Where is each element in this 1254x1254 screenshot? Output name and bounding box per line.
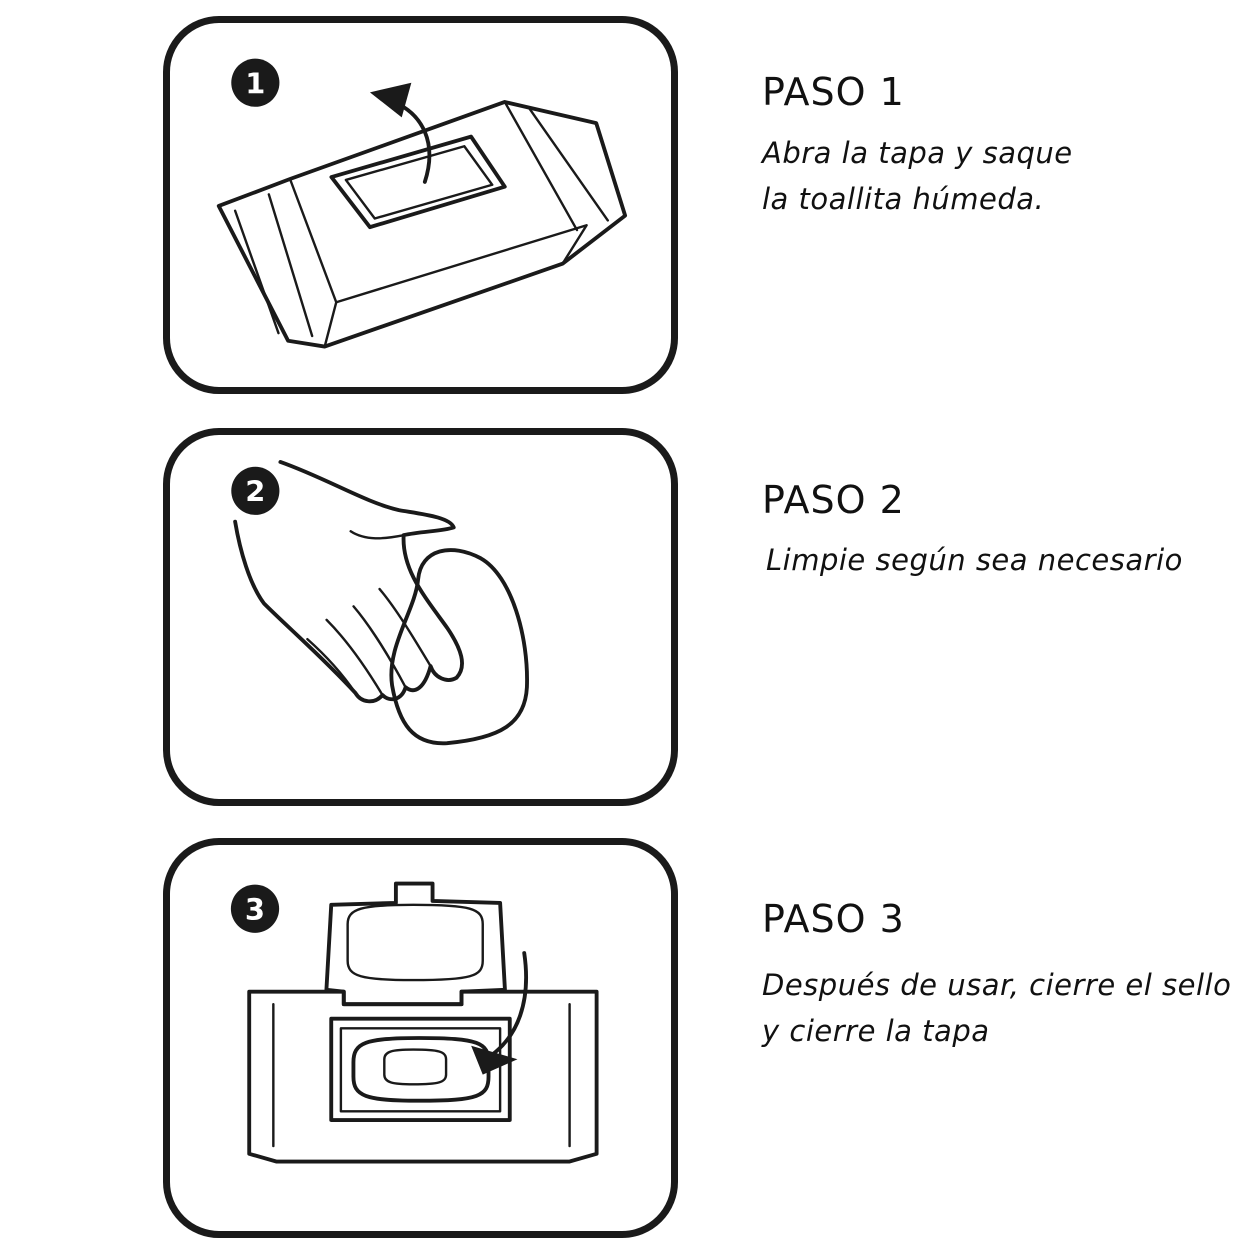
open-arrow-icon xyxy=(369,82,412,118)
step-2-text: Limpie según sea necesario xyxy=(766,537,1183,583)
step-2-text-line-1: Limpie según sea necesario xyxy=(766,543,1183,577)
step-3-text: Después de usar, cierre el sello y cierr… xyxy=(762,962,1231,1054)
svg-text:3: 3 xyxy=(245,892,265,926)
step-3-text-line-1: Después de usar, cierre el sello xyxy=(762,968,1232,1002)
svg-text:2: 2 xyxy=(245,474,265,508)
step-3-illustration-panel: 3 xyxy=(163,838,678,1238)
wipes-pack-icon: 1 xyxy=(216,58,628,349)
step-2-title: PASO 2 xyxy=(762,478,905,522)
wipe-sheet-icon xyxy=(389,548,529,746)
hand-wiping-icon: 2 xyxy=(231,460,529,746)
step-1-text-line-2: la toallita húmeda. xyxy=(762,182,1045,216)
step-1-title: PASO 1 xyxy=(762,70,905,114)
step-1-text: Abra la tapa y saque la toallita húmeda. xyxy=(762,130,1073,222)
number-badge-icon: 1 xyxy=(231,58,280,107)
svg-text:1: 1 xyxy=(245,66,265,100)
step-3-text-line-2: y cierre la tapa xyxy=(762,1014,990,1048)
step-3-title: PASO 3 xyxy=(762,897,905,941)
step-2-illustration-panel: 2 xyxy=(163,428,678,806)
step-1-illustration-panel: 1 xyxy=(163,16,678,394)
number-badge-icon: 3 xyxy=(230,884,280,933)
open-lid-pack-icon: 3 xyxy=(230,881,599,1164)
number-badge-icon: 2 xyxy=(231,466,280,515)
close-arrow-icon xyxy=(471,1045,518,1075)
step-1-text-line-1: Abra la tapa y saque xyxy=(762,136,1073,170)
